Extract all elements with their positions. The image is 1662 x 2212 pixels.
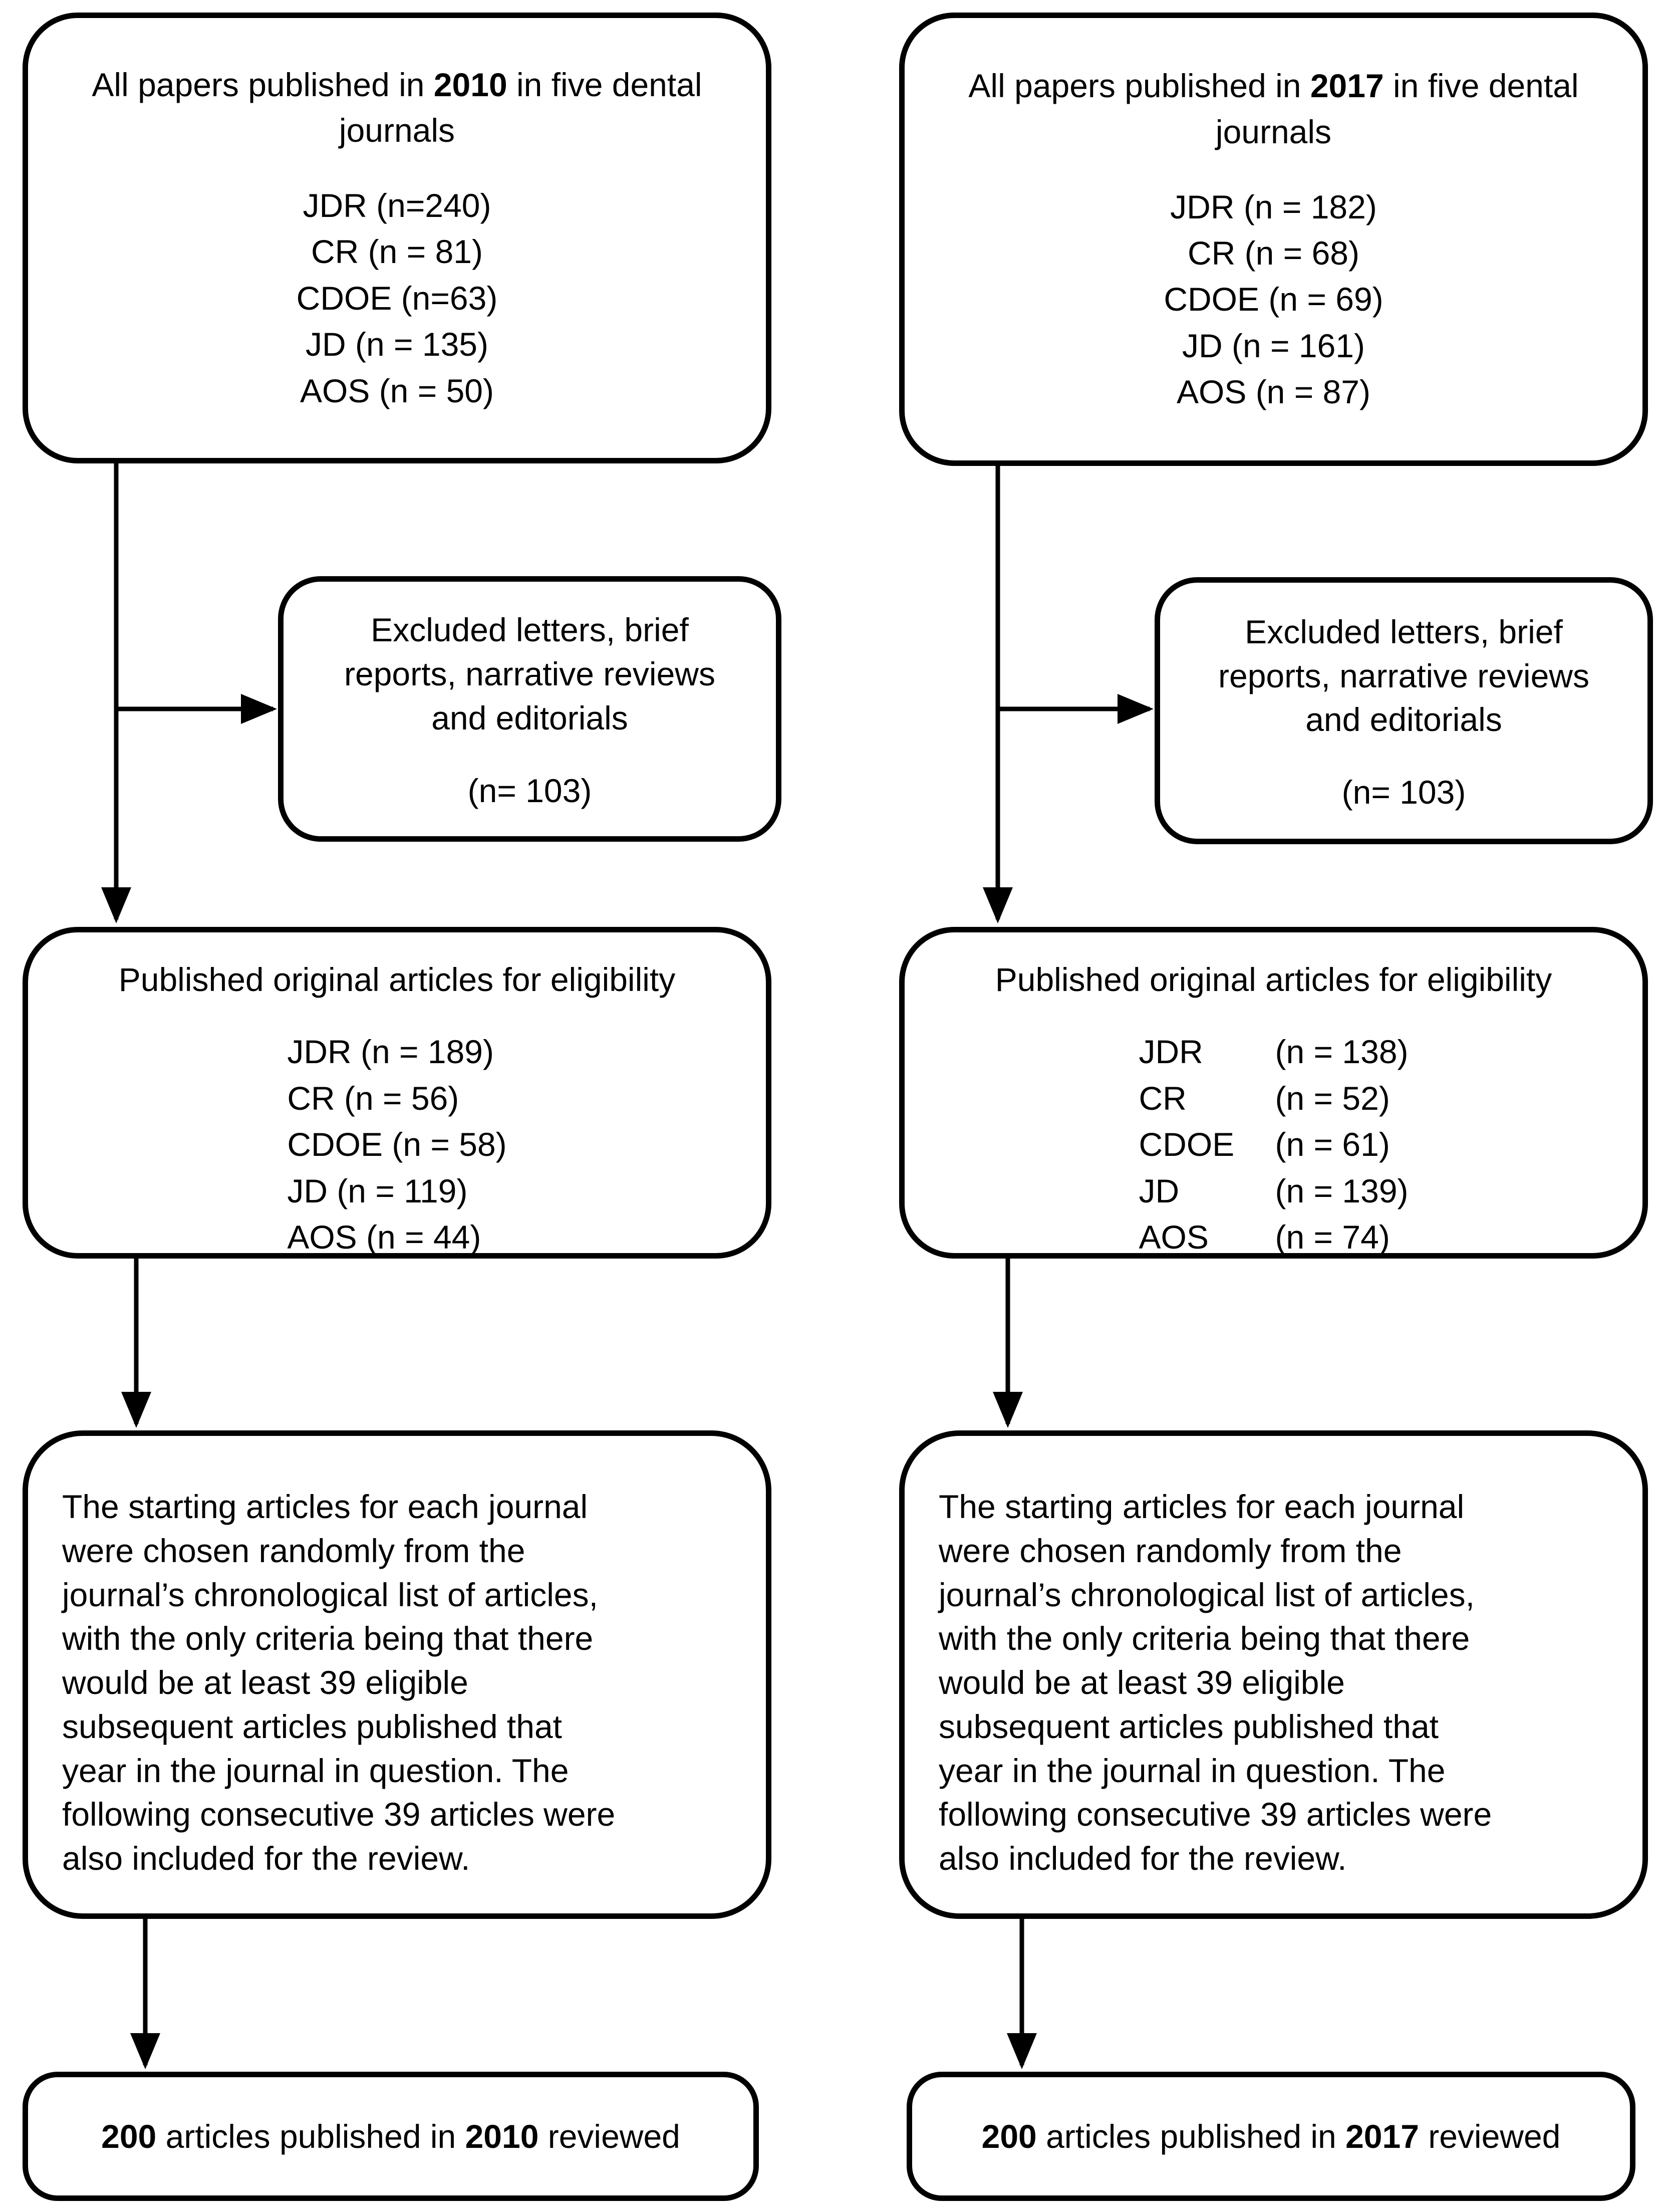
result-line: 200 articles published in 2010 reviewed (101, 2117, 680, 2155)
journal-count-line: AOS (n = 87) (1176, 373, 1370, 411)
excluded-count: (n= 103) (1341, 774, 1466, 811)
journal-count-line: CR (n = 56) (287, 1079, 459, 1117)
method-text: The starting articles for each journal w… (939, 1488, 1492, 1877)
journal-name: CR (1139, 1079, 1187, 1117)
journal-count-line: JD (n = 135) (305, 326, 488, 363)
title-year: 2010 (433, 66, 507, 103)
journal-n: (n = 139) (1275, 1172, 1409, 1209)
excluded-box-2017: Excluded letters, brief reports, narrati… (1155, 577, 1653, 844)
all-papers-title: All papers published in 2010 in five den… (84, 62, 710, 153)
result-count: 200 (981, 2118, 1037, 2155)
journal-n: (n = 74) (1275, 1218, 1390, 1256)
journal-name: CDOE (1139, 1126, 1235, 1163)
method-box-2017: The starting articles for each journal w… (899, 1430, 1648, 1919)
journal-count-line: CR (n = 81) (311, 233, 483, 271)
method-text: The starting articles for each journal w… (62, 1488, 616, 1877)
journal-count-line: JDR (n=240) (303, 187, 491, 224)
title-text-post: in five dental journals (1215, 67, 1579, 150)
journal-name: JD (1139, 1172, 1180, 1209)
journal-count-line: CDOE (n=63) (296, 279, 498, 317)
journal-name: JDR (1139, 1033, 1203, 1071)
journal-count-line: CDOE (n = 69) (1164, 281, 1383, 318)
journal-count-line: AOS (n = 50) (300, 372, 494, 409)
journal-count-line: CDOE (n = 58) (287, 1126, 507, 1163)
excluded-box-2010: Excluded letters, brief reports, narrati… (278, 576, 781, 842)
title-text-pre: All papers published in (968, 67, 1310, 105)
eligibility-box-2017: Published original articles for eligibil… (899, 927, 1648, 1259)
journal-count-line: JD (n = 119) (287, 1172, 468, 1209)
title-year: 2017 (1310, 67, 1384, 105)
result-count: 200 (101, 2118, 157, 2155)
method-box-2010: The starting articles for each journal w… (23, 1430, 771, 1919)
eligibility-list: JDR (n = 189) CR (n = 56) CDOE (n = 58) … (287, 1029, 506, 1260)
result-post: reviewed (1419, 2118, 1561, 2155)
result-year: 2010 (465, 2118, 539, 2155)
eligibility-box-2010: Published original articles for eligibil… (23, 927, 771, 1259)
journal-n: (n = 52) (1275, 1079, 1390, 1117)
result-year: 2017 (1345, 2118, 1419, 2155)
result-line: 200 articles published in 2017 reviewed (982, 2117, 1561, 2155)
result-mid: articles published in (1036, 2118, 1346, 2155)
result-mid: articles published in (156, 2118, 465, 2155)
journal-count-line: JD (n = 161) (1182, 327, 1365, 364)
journal-n: (n = 61) (1275, 1126, 1390, 1163)
excluded-count: (n= 103) (467, 772, 592, 809)
journal-name: AOS (1139, 1218, 1209, 1256)
title-text-post: in five dental journals (339, 66, 702, 149)
journal-count-line: CR (n = 68) (1188, 234, 1359, 272)
result-post: reviewed (538, 2118, 680, 2155)
journal-count-list: JDR (n = 182) CR (n = 68) CDOE (n = 69) … (1164, 184, 1383, 415)
eligibility-title: Published original articles for eligibil… (118, 961, 676, 998)
excluded-text: Excluded letters, brief reports, narrati… (344, 611, 715, 736)
result-box-2017: 200 articles published in 2017 reviewed (907, 2072, 1635, 2201)
all-papers-title: All papers published in 2017 in five den… (961, 63, 1587, 154)
title-text-pre: All papers published in (92, 66, 434, 103)
journal-count-line: JDR (n = 189) (287, 1033, 494, 1071)
eligibility-list: JDR (n = 138) CR (n = 52) CDOE (n = 61) JD (… (1139, 1029, 1409, 1260)
journal-count-line: JDR (n = 182) (1170, 188, 1377, 225)
excluded-text: Excluded letters, brief reports, narrati… (1218, 613, 1589, 739)
journal-count-list: JDR (n=240) CR (n = 81) CDOE (n=63) JD (… (297, 182, 498, 414)
all-papers-box-2017: All papers published in 2017 in five den… (899, 13, 1648, 466)
eligibility-title: Published original articles for eligibil… (995, 961, 1552, 998)
all-papers-box-2010: All papers published in 2010 in five den… (23, 13, 771, 463)
journal-count-line: AOS (n = 44) (287, 1218, 481, 1256)
journal-n: (n = 138) (1275, 1033, 1409, 1071)
result-box-2010: 200 articles published in 2010 reviewed (23, 2072, 759, 2201)
